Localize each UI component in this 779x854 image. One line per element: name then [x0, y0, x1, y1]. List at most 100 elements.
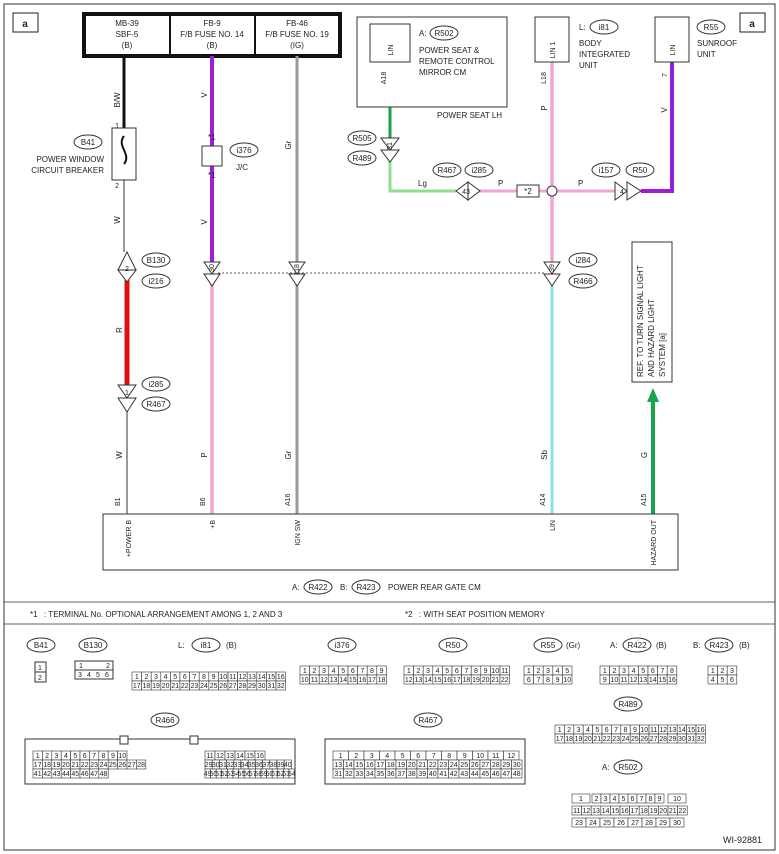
svg-text:10: 10	[673, 796, 681, 803]
svg-text:9: 9	[633, 727, 637, 734]
svg-text:22: 22	[81, 762, 89, 769]
svg-text:10: 10	[640, 727, 648, 734]
svg-text:27: 27	[128, 762, 136, 769]
svg-text:62: 62	[277, 771, 285, 778]
svg-text:25: 25	[631, 736, 639, 743]
svg-text:2: 2	[144, 674, 148, 681]
ct-r422: R422	[627, 641, 647, 650]
svg-text:1: 1	[38, 665, 42, 672]
seat-cm-name1: POWER SEAT &	[419, 46, 480, 55]
svg-text:13: 13	[226, 753, 234, 760]
wire-label-w1: W	[113, 216, 122, 224]
svg-text:1: 1	[36, 753, 40, 760]
svg-text:31: 31	[219, 762, 227, 769]
svg-text:24: 24	[622, 736, 630, 743]
svg-text:47: 47	[90, 771, 98, 778]
pin-marker-i285	[117, 397, 137, 413]
wire-label-sb: Sb	[540, 450, 549, 460]
svg-text:35: 35	[376, 771, 384, 778]
note1-text: : TERMINAL No. OPTIONAL ARRANGEMENT AMON…	[44, 610, 283, 619]
breaker-name-line2: CIRCUIT BREAKER	[31, 166, 104, 175]
svg-text:29: 29	[502, 762, 510, 769]
svg-text:13: 13	[415, 677, 423, 684]
svg-text:5: 5	[595, 727, 599, 734]
svg-text:15: 15	[246, 753, 254, 760]
conn-badge-b41-label: B41	[81, 138, 96, 147]
ct-b130: B130	[84, 641, 103, 650]
fuse-1-line3: (B)	[122, 41, 133, 50]
svg-text:40: 40	[429, 771, 437, 778]
wire-label-v-sunroof: V	[660, 107, 669, 113]
ref-note-line3: SYSTEM [a]	[658, 333, 667, 377]
pin-marker-30	[203, 273, 221, 287]
svg-text:5: 5	[401, 753, 405, 760]
svg-text:8: 8	[474, 668, 478, 675]
svg-text:27: 27	[481, 762, 489, 769]
conn-badge-r467-b	[432, 162, 462, 178]
svg-text:12: 12	[507, 753, 515, 760]
ct-r50: R50	[446, 641, 461, 650]
svg-text:2: 2	[312, 668, 316, 675]
svg-text:44: 44	[62, 771, 70, 778]
svg-text:10: 10	[563, 677, 571, 684]
wire-label-lg: Lg	[418, 179, 427, 188]
svg-text:15: 15	[267, 674, 275, 681]
svg-text:24: 24	[100, 762, 108, 769]
svg-text:5: 5	[641, 668, 645, 675]
svg-text:7: 7	[660, 668, 664, 675]
svg-text:39: 39	[418, 771, 426, 778]
svg-text:63: 63	[282, 771, 290, 778]
fuse-3-line2: F/B FUSE NO. 19	[265, 30, 329, 39]
star2-label: *2	[524, 187, 532, 196]
svg-text:2: 2	[45, 753, 49, 760]
rg-pin-b1: B1	[115, 497, 122, 506]
svg-text:56: 56	[243, 771, 251, 778]
seat-cm-pin: A18	[381, 72, 388, 85]
svg-text:2: 2	[536, 668, 540, 675]
svg-text:20: 20	[584, 736, 592, 743]
svg-text:16: 16	[443, 677, 451, 684]
svg-text:41: 41	[34, 771, 42, 778]
svg-text:12: 12	[239, 674, 247, 681]
ct-r502-badge	[613, 759, 643, 775]
conn-badge-r489-label: R489	[352, 154, 372, 163]
svg-text:31: 31	[267, 683, 275, 690]
power-rear-gate-cm: B1 B6 A16 A14 A15 +POWER B +B IGN SW LIN…	[102, 493, 679, 571]
svg-text:9: 9	[484, 668, 488, 675]
svg-text:4: 4	[385, 753, 389, 760]
conn-badge-r505-label: R505	[352, 134, 372, 143]
svg-text:23: 23	[191, 683, 199, 690]
pin-marker-i285-head	[117, 384, 137, 399]
svg-text:20: 20	[62, 762, 70, 769]
seat-cm-name2: REMOTE CONTROL	[419, 57, 495, 66]
svg-text:18: 18	[463, 677, 471, 684]
svg-text:41: 41	[439, 771, 447, 778]
svg-text:22: 22	[429, 762, 437, 769]
svg-text:28: 28	[492, 762, 500, 769]
svg-text:3: 3	[154, 674, 158, 681]
svg-text:16: 16	[359, 677, 367, 684]
svg-text:17: 17	[556, 736, 564, 743]
ct-i376-badge	[327, 637, 357, 653]
svg-text:57: 57	[249, 771, 257, 778]
svg-text:18: 18	[43, 762, 51, 769]
svg-text:59: 59	[260, 771, 268, 778]
svg-text:5: 5	[622, 796, 626, 803]
svg-text:8: 8	[102, 753, 106, 760]
svg-text:16: 16	[277, 674, 285, 681]
biu-prefix: L:	[579, 23, 586, 32]
svg-text:15: 15	[349, 677, 357, 684]
svg-text:3: 3	[426, 668, 430, 675]
svg-text:29: 29	[669, 736, 677, 743]
svg-text:1: 1	[527, 668, 531, 675]
note2-text: : WITH SEAT POSITION MEMORY	[419, 610, 545, 619]
svg-text:26: 26	[118, 762, 126, 769]
svg-text:8: 8	[546, 677, 550, 684]
svg-text:48: 48	[513, 771, 521, 778]
svg-text:21: 21	[171, 683, 179, 690]
